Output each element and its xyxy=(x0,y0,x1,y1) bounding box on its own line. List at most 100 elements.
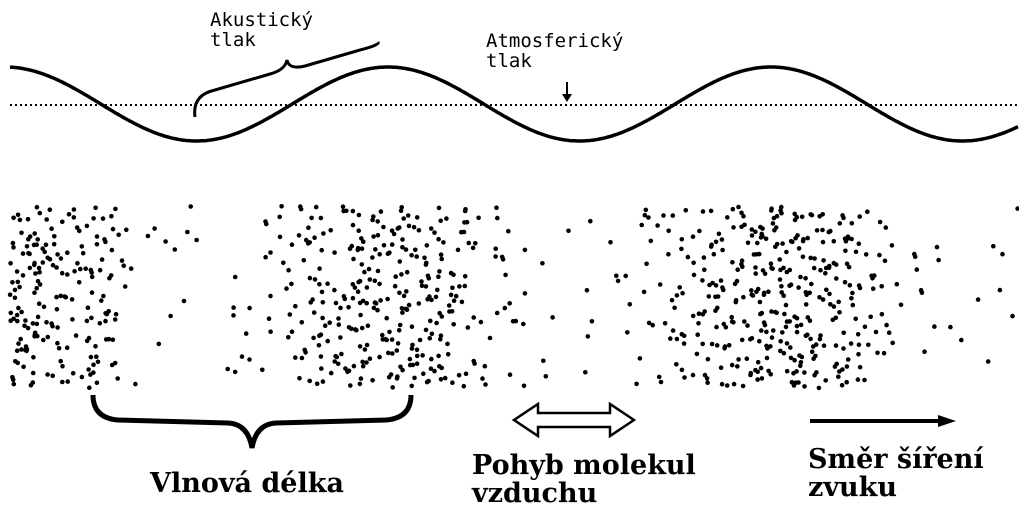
air-molecule xyxy=(815,228,820,233)
air-molecule xyxy=(700,342,705,347)
air-molecule xyxy=(37,266,42,271)
air-molecule xyxy=(314,205,319,210)
air-molecule xyxy=(57,346,62,351)
air-molecule xyxy=(368,277,373,282)
air-molecule xyxy=(329,371,334,376)
air-molecule xyxy=(366,324,371,329)
air-molecule xyxy=(429,226,434,231)
air-molecule xyxy=(300,320,305,325)
air-molecule xyxy=(773,245,778,250)
air-molecule xyxy=(60,380,65,385)
air-molecule xyxy=(325,281,330,286)
air-molecule xyxy=(671,213,676,218)
air-molecule xyxy=(769,309,774,314)
air-molecule xyxy=(691,261,696,266)
air-molecule xyxy=(466,241,471,246)
air-molecule xyxy=(745,323,750,328)
air-molecule xyxy=(843,236,848,241)
air-molecule xyxy=(890,341,895,346)
air-molecule xyxy=(753,265,758,270)
air-molecule xyxy=(588,219,593,224)
air-molecule xyxy=(707,294,712,299)
air-molecule xyxy=(812,373,817,378)
air-molecule xyxy=(471,315,476,320)
air-molecule xyxy=(451,322,456,327)
air-molecule xyxy=(462,384,467,389)
air-molecule xyxy=(306,225,311,230)
air-molecule xyxy=(740,338,745,343)
air-molecule xyxy=(843,249,848,254)
air-molecule xyxy=(75,261,80,266)
air-molecule xyxy=(359,236,364,241)
air-molecule xyxy=(298,204,303,209)
air-molecule xyxy=(494,205,499,210)
air-molecule xyxy=(590,319,595,324)
air-molecule xyxy=(730,319,735,324)
air-molecule xyxy=(1010,314,1015,319)
air-molecule xyxy=(15,319,20,324)
air-molecule xyxy=(877,253,882,258)
air-molecule xyxy=(843,280,848,285)
air-molecule xyxy=(319,366,324,371)
air-molecule xyxy=(31,380,36,385)
air-molecule xyxy=(875,351,880,356)
air-molecule xyxy=(476,216,481,221)
air-molecule xyxy=(38,211,43,216)
air-molecule xyxy=(932,324,937,329)
air-molecule xyxy=(473,241,478,246)
air-molecule xyxy=(370,378,375,383)
air-molecule xyxy=(644,208,649,213)
air-molecule xyxy=(35,322,40,327)
air-molecule xyxy=(321,300,326,305)
air-molecule xyxy=(328,228,333,233)
air-molecule xyxy=(731,225,736,230)
air-molecule xyxy=(755,241,760,246)
air-molecule xyxy=(864,252,869,257)
air-molecule xyxy=(719,365,724,370)
air-molecule xyxy=(998,288,1003,293)
air-molecule xyxy=(638,356,643,361)
air-molecule xyxy=(11,216,16,221)
air-molecule xyxy=(334,301,339,306)
air-molecule xyxy=(436,237,441,242)
air-molecule xyxy=(101,216,106,221)
air-molecule xyxy=(85,319,90,324)
air-molecule xyxy=(46,335,51,340)
air-molecule xyxy=(437,206,442,211)
air-molecule xyxy=(404,289,409,294)
air-molecule xyxy=(35,237,40,242)
air-molecule xyxy=(90,275,95,280)
air-molecule xyxy=(541,359,546,364)
air-molecule xyxy=(60,220,65,225)
air-molecule xyxy=(450,286,455,291)
air-molecule xyxy=(750,293,755,298)
air-molecule xyxy=(27,252,32,257)
air-molecule xyxy=(293,355,298,360)
air-molecule xyxy=(770,335,775,340)
air-molecule xyxy=(471,359,476,364)
air-molecule xyxy=(400,237,405,242)
air-molecule xyxy=(168,314,173,319)
air-molecule xyxy=(54,265,59,270)
air-molecule xyxy=(80,244,85,249)
air-molecule xyxy=(395,376,400,381)
air-molecule xyxy=(325,339,330,344)
air-molecule xyxy=(81,251,86,256)
air-molecule xyxy=(377,252,382,257)
air-molecule xyxy=(775,214,780,219)
air-molecule xyxy=(421,371,426,376)
air-molecule xyxy=(758,300,763,305)
air-molecule xyxy=(441,240,446,245)
air-molecule xyxy=(396,226,401,231)
air-molecule xyxy=(787,319,792,324)
air-molecule xyxy=(373,247,378,252)
air-molecule xyxy=(360,326,365,331)
air-molecule xyxy=(709,243,714,248)
air-molecule xyxy=(450,380,455,385)
air-molecule xyxy=(804,334,809,339)
air-molecule xyxy=(80,375,85,380)
air-molecule xyxy=(777,257,782,262)
air-molecule xyxy=(26,217,31,222)
air-molecule xyxy=(408,357,413,362)
air-molecule xyxy=(801,239,806,244)
